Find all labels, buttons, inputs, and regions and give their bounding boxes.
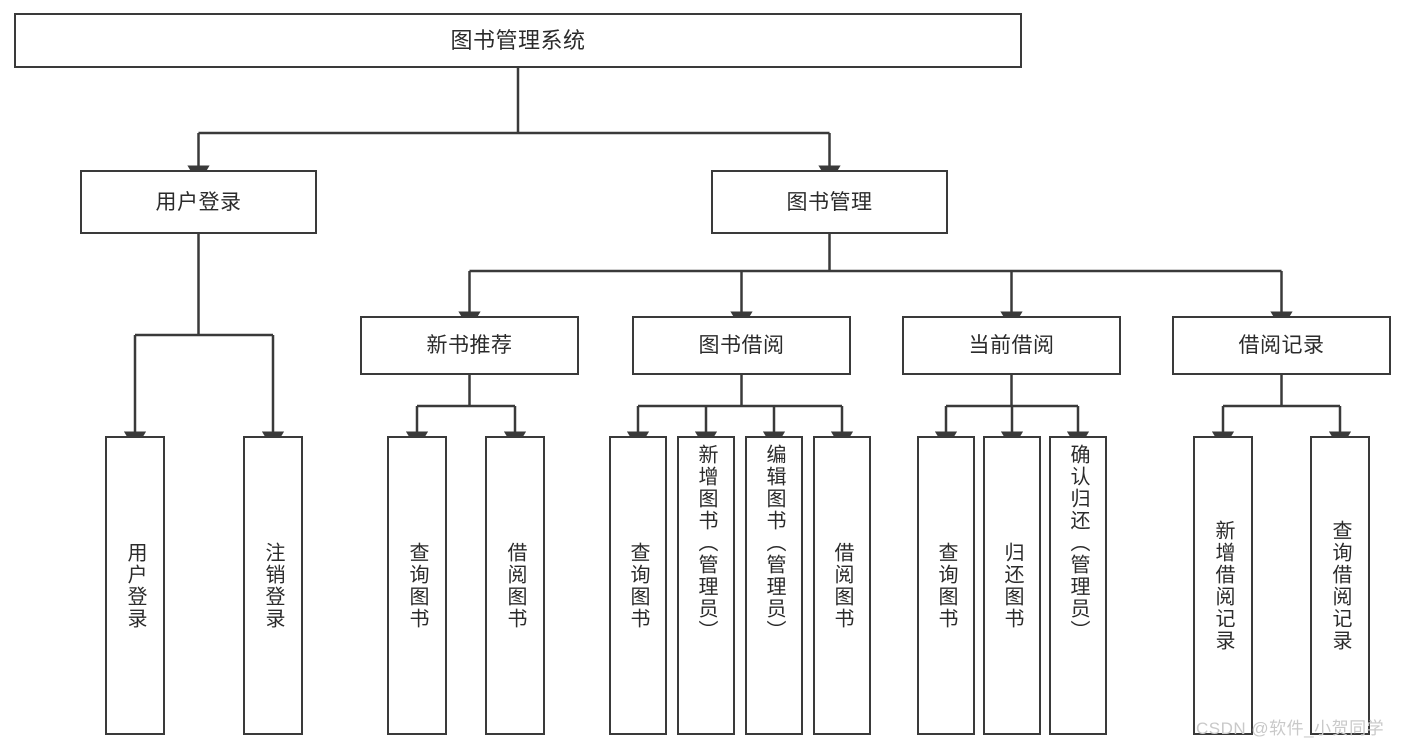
node-label: 注销登录 — [262, 541, 284, 630]
node-label: 查询图书 — [935, 541, 957, 630]
node-l9: 查询图书 — [917, 436, 975, 735]
wire-group — [123, 68, 1352, 450]
node-label: 查询图书 — [627, 541, 649, 630]
node-l5: 查询图书 — [609, 436, 667, 735]
node-n-borrow: 图书借阅 — [632, 316, 851, 375]
node-label: 新增图书（管理员） — [695, 444, 717, 642]
node-label: 新书推荐 — [426, 334, 513, 357]
node-n-cur: 当前借阅 — [902, 316, 1121, 375]
node-label: 图书借阅 — [698, 334, 785, 357]
node-l10: 归还图书 — [983, 436, 1041, 735]
node-label: 图书管理系统 — [450, 27, 586, 53]
node-label: 归还图书 — [1001, 541, 1023, 630]
node-label: 借阅图书 — [831, 541, 853, 630]
node-label: 用户登录 — [124, 541, 146, 630]
node-l2: 注销登录 — [243, 436, 303, 735]
node-label: 借阅图书 — [504, 541, 526, 630]
node-l3: 查询图书 — [387, 436, 447, 735]
node-l11: 确认归还（管理员） — [1049, 436, 1107, 735]
node-l6: 新增图书（管理员） — [677, 436, 735, 735]
node-n-rec: 新书推荐 — [360, 316, 579, 375]
node-label: 查询借阅记录 — [1329, 519, 1351, 652]
node-label: 确认归还（管理员） — [1067, 444, 1089, 642]
node-l4: 借阅图书 — [485, 436, 545, 735]
node-l12: 新增借阅记录 — [1193, 436, 1253, 735]
node-label: 编辑图书（管理员） — [763, 444, 785, 642]
node-label: 图书管理 — [786, 190, 873, 214]
node-l1: 用户登录 — [105, 436, 165, 735]
node-label: 新增借阅记录 — [1212, 519, 1234, 652]
node-n-log: 借阅记录 — [1172, 316, 1391, 375]
node-l13: 查询借阅记录 — [1310, 436, 1370, 735]
node-label: 当前借阅 — [968, 334, 1055, 357]
node-label: 查询图书 — [406, 541, 428, 630]
node-root: 图书管理系统 — [14, 13, 1022, 68]
node-n-book: 图书管理 — [711, 170, 948, 234]
node-label: 用户登录 — [155, 190, 242, 214]
node-l7: 编辑图书（管理员） — [745, 436, 803, 735]
node-l8: 借阅图书 — [813, 436, 871, 735]
node-n-login: 用户登录 — [80, 170, 317, 234]
watermark: CSDN @软件_小贺同学 — [1196, 719, 1385, 738]
node-label: 借阅记录 — [1238, 334, 1325, 357]
